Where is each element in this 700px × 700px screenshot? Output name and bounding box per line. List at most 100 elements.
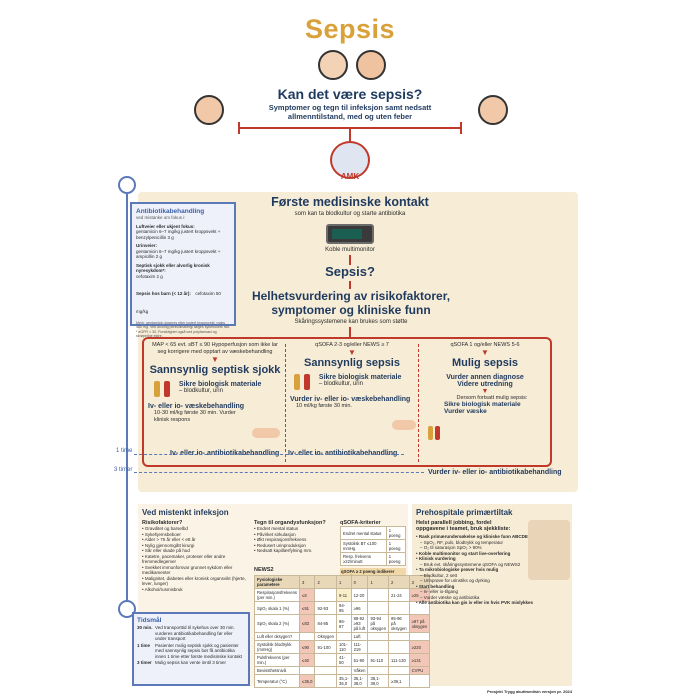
table-cell: 36,1-38,0 (350, 674, 369, 688)
table-cell: ≤35,0 (299, 674, 316, 688)
table-header-cell: 1 (367, 575, 390, 589)
organ-item: • Redusert urinproduksjon (254, 542, 306, 548)
sepsis-question: Sepsis? (325, 264, 375, 279)
table-cell (314, 666, 338, 675)
table-cell (299, 666, 316, 675)
table-cell: SpO₂ skala 2 (%) (253, 614, 301, 633)
time-line-3h (134, 472, 424, 473)
time-target-item: 30 min. Ved transporttid til sykehus ove… (137, 625, 245, 642)
antibiotic-item: Sepsis hos barn (< 12 år): cefotaxim 50 … (136, 282, 230, 318)
bio-text: Sikre biologisk materiale (318, 374, 402, 381)
abx-text: Iv- eller io- antibiotikabehandling (288, 450, 398, 457)
table-header-cell: 3 (299, 575, 316, 589)
risk-item: • Alder > 75 år eller < ett år (142, 537, 196, 542)
table-header-cell: 1 (336, 575, 352, 589)
table-cell (408, 674, 431, 688)
bio-sub: – blodkultur, urin (318, 381, 363, 387)
severity-box (142, 337, 552, 467)
suspect-title: Ved mistenkt infeksjon (142, 508, 229, 517)
table-cell (388, 640, 410, 654)
tubes-icon-2 (435, 426, 440, 440)
table-header-row: Fysiologiske parametere 3 2 1 0 1 2 3 (253, 575, 431, 589)
time-target-text: Pasienter mulig septisk sjokk og pasient… (155, 642, 243, 659)
column-divider (285, 344, 286, 462)
table-cell: 111-130 (388, 653, 410, 667)
time-target-item: 1 time Pasienter mulig septisk sjokk og … (137, 643, 245, 660)
time-target-item: 3 timer Mulig sepsis kan vente inntil 3 … (137, 660, 245, 666)
table-cell: Bevissthetsnivå (253, 666, 301, 675)
organ-heading: Tegn til organdysfunksjon? (254, 520, 326, 526)
table-cell: Respirasjonsfrekvens (per min.) (253, 588, 301, 602)
table-cell: 101-110 (336, 640, 352, 654)
table-cell: Våken (350, 666, 369, 675)
column-divider (418, 344, 419, 462)
organ-item: • Endret mental status (254, 526, 299, 531)
table-cell: ≤8 (299, 588, 316, 602)
tubes-icon (294, 374, 300, 390)
table-header-cell: 2 (388, 575, 410, 589)
antibiotic-item: Septisk sjokk eller alvorlig kronisk nyr… (136, 263, 230, 280)
table-cell: 1 poeng (385, 552, 407, 566)
down-arrow-line (349, 128, 351, 142)
table-cell (367, 640, 390, 654)
assessment-heading: Helhetsvurdering av risikofaktorer, symp… (251, 289, 451, 317)
antibiotics-list: Luftveier eller ukjent fokus: gentamicin… (136, 224, 230, 339)
table-cell: 12-20 (350, 588, 369, 602)
clock-icon-bottom (118, 600, 136, 618)
table-cell (367, 632, 390, 641)
abx-text: Vurder iv- eller io- antibiotikabehandli… (428, 469, 562, 476)
organ-item: • Nedsatt kapillærfylning mm. (254, 548, 313, 553)
table-cell (408, 632, 431, 641)
risk-item: • Sår eller skade på hud (142, 548, 190, 553)
tubes-icon (154, 381, 160, 397)
antibiotic-item: Urinveier: gentamicin 6–7 mg/kg justert … (136, 243, 230, 260)
table-cell: Luft eller oksygen? (253, 632, 301, 641)
down-arrow-icon: ▼ (211, 355, 219, 364)
antibiotic-item-text: gentamicin 6–7 mg/kg justert kroppsvekt … (136, 229, 221, 240)
news-table: Fysiologiske parametere 3 2 1 0 1 2 3 Re… (253, 575, 431, 688)
down-arrow-icon: ▼ (481, 388, 489, 395)
organ-block: Tegn til organdysfunksjon? • Endret ment… (254, 520, 334, 554)
question-heading: Kan det være sepsis? (277, 86, 423, 102)
table-cell: ≤90 (299, 640, 316, 654)
table-cell: ≥131 (408, 653, 431, 667)
antibiotic-item-head: Septisk sjokk eller alvorlig kronisk nyr… (136, 262, 210, 274)
iv-arm-icon (252, 428, 280, 438)
bio-sub: Videre utredning (457, 381, 513, 388)
table-cell: 95-96 på oksygen (388, 614, 410, 633)
column-septic-shock: MAP < 65 evt. sBT ≤ 90 Hypoperfusjon som… (148, 342, 282, 424)
fluid-sub: 10 ml/kg første 30 min. (296, 403, 352, 409)
monitor-label: Koble multimonitor (325, 247, 375, 253)
table-cell: ≥220 (408, 640, 431, 654)
table-cell: Resp. frekvens ≥22/minutt (340, 552, 387, 566)
elderly-man-icon (356, 50, 386, 80)
tubes-icon (428, 426, 433, 440)
caller-icon (194, 95, 224, 125)
prehosp-item: – Iv- eller io-tilgang (420, 589, 459, 594)
table-cell: 88-92 ≥93 på luft (350, 614, 369, 633)
table-cell: 86-87 (336, 614, 352, 633)
connector-cap-right (460, 122, 462, 134)
abx-text: Iv- eller io- antibiotikabehandling (170, 450, 280, 457)
risk-item: • Nylig gjennomgått kirurgi (142, 542, 195, 548)
table-cell: 1 poeng (385, 539, 407, 553)
antibiotic-note: Merk: gentamicin doseres etter justert k… (136, 321, 230, 330)
antibiotic-item-head: Luftveier eller ukjent fokus: (136, 223, 195, 229)
risk-block: Risikofaktorer? • Gravditet og barselbd … (142, 520, 250, 592)
antibiotic-item-text: cefotaxim 50 mg/kg (136, 291, 221, 314)
prehosp-block: Prehospitale primærtiltak Helst parallel… (416, 508, 570, 606)
table-cell (367, 588, 390, 602)
prehosp-item: • Rask primærundersøkelse og kliniske fu… (416, 534, 528, 539)
clock-icon (118, 176, 136, 194)
amk-operator-icon (330, 141, 370, 179)
bio-sub: – blodkultur, urin (178, 388, 223, 394)
table-cell: 35,1-36,0 (336, 674, 352, 688)
fluid-sub: Sikre biologisk materiale (444, 401, 521, 408)
antibiotics-panel: Antibiotikabehandling ved mistanke om fo… (130, 202, 236, 338)
question-sub: Symptomer og tegn til infeksjon samt ned… (268, 103, 432, 121)
fluid-text: Vurder iv- eller io- væskebehandling (290, 396, 411, 403)
arrow-to-sepsis (349, 255, 351, 265)
